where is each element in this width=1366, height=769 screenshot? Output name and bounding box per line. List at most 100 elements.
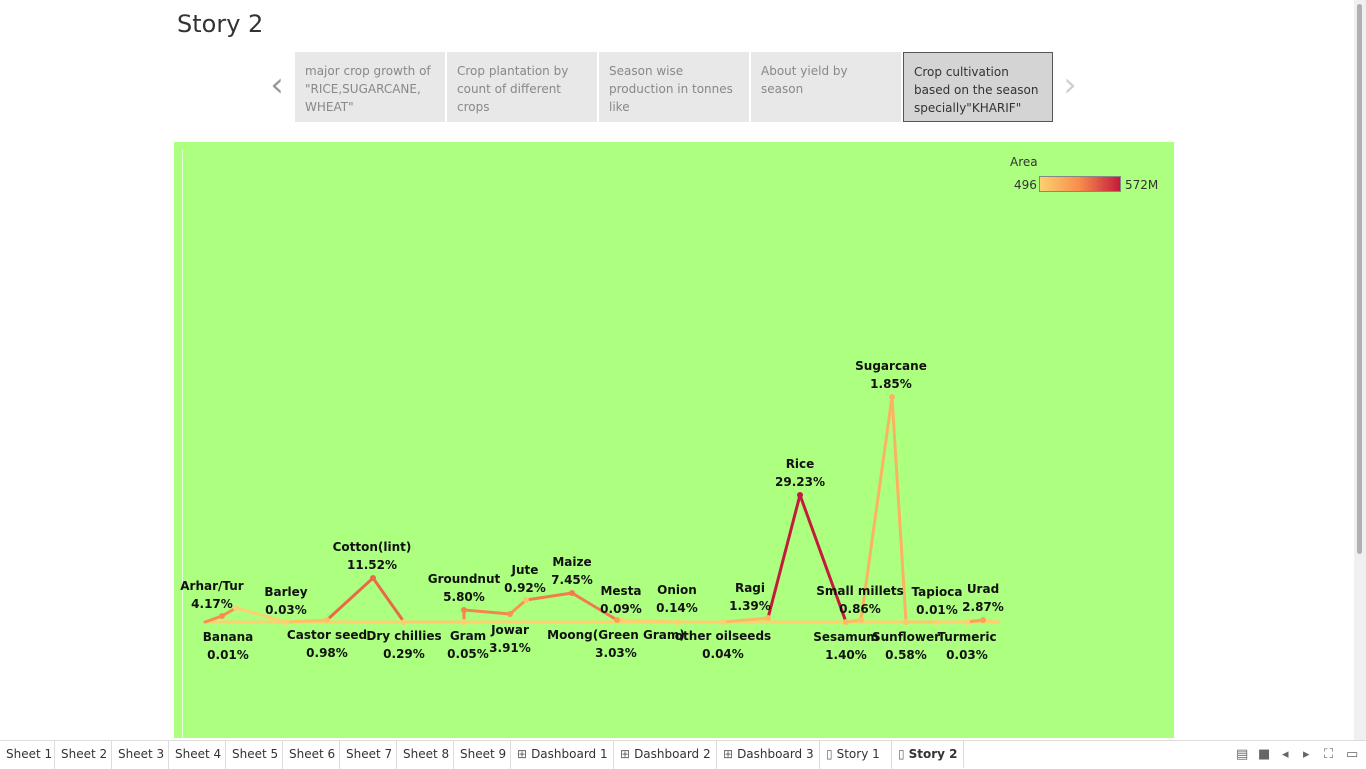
tab-sheet-4[interactable]: Sheet 4 bbox=[169, 741, 226, 769]
tab-label: Dashboard 1 bbox=[531, 747, 608, 761]
data-label-name: Barley bbox=[264, 585, 307, 599]
tab-story-2[interactable]: ▯Story 2 bbox=[892, 741, 964, 769]
data-label-name: Urad bbox=[967, 582, 999, 596]
story-icon: ▯ bbox=[826, 747, 833, 761]
data-label-name: Turmeric bbox=[937, 630, 996, 644]
tab-label: Story 2 bbox=[908, 747, 958, 761]
data-point[interactable] bbox=[720, 619, 726, 625]
tab-sheet-9[interactable]: Sheet 9 bbox=[454, 741, 511, 769]
data-label-name: Onion bbox=[657, 583, 697, 597]
previous-sheet-icon[interactable]: ◂ bbox=[1282, 747, 1289, 762]
tab-label: Sheet 6 bbox=[289, 747, 336, 761]
data-label-value: 0.05% bbox=[447, 647, 489, 661]
tab-label: Sheet 9 bbox=[460, 747, 507, 761]
dashboard-icon: ⊞ bbox=[517, 747, 528, 761]
data-point[interactable] bbox=[324, 617, 330, 623]
next-sheet-icon[interactable]: ▸ bbox=[1303, 747, 1310, 762]
fit-icon[interactable]: ⛶ bbox=[1324, 747, 1334, 762]
tab-sheet-5[interactable]: Sheet 5 bbox=[226, 741, 283, 769]
scrollbar-thumb[interactable] bbox=[1357, 4, 1362, 554]
story-navigator: major crop growth of "RICE,SUGARCANE, WH… bbox=[295, 52, 1053, 122]
story-point-2[interactable]: Crop plantation by count of different cr… bbox=[447, 52, 597, 122]
tab-label: Dashboard 3 bbox=[737, 747, 814, 761]
tab-dashboard-3[interactable]: ⊞Dashboard 3 bbox=[717, 741, 820, 769]
series-segment bbox=[798, 493, 848, 624]
data-point[interactable] bbox=[934, 619, 940, 625]
tab-label: Sheet 2 bbox=[61, 747, 108, 761]
presentation-icon[interactable]: ▭ bbox=[1346, 747, 1359, 762]
data-label-name: Castor seed bbox=[287, 628, 367, 642]
tab-label: Sheet 4 bbox=[175, 747, 222, 761]
data-label-value: 4.17% bbox=[191, 597, 233, 611]
series-segment bbox=[890, 395, 908, 624]
data-label-name: Arhar/Tur bbox=[180, 579, 244, 593]
data-point[interactable] bbox=[233, 605, 239, 611]
data-label-name: Sesamum bbox=[813, 630, 879, 644]
story-point-caption: Season wise production in tonnes like bbox=[609, 64, 733, 114]
tab-sheet-8[interactable]: Sheet 8 bbox=[397, 741, 454, 769]
previous-story-point-button[interactable]: ‹ bbox=[265, 68, 289, 104]
data-label-name: Small millets bbox=[816, 584, 904, 598]
story-point-4[interactable]: About yield by season bbox=[751, 52, 901, 122]
tab-label: Sheet 7 bbox=[346, 747, 393, 761]
data-point[interactable] bbox=[507, 611, 513, 617]
tab-sheet-1[interactable]: Sheet 1 bbox=[0, 741, 55, 769]
legend-color-ramp bbox=[1039, 176, 1121, 192]
data-point[interactable] bbox=[889, 394, 895, 400]
chart-area bbox=[174, 142, 1174, 738]
legend-title: Area bbox=[1010, 155, 1038, 169]
tab-sheet-7[interactable]: Sheet 7 bbox=[340, 741, 397, 769]
data-point[interactable] bbox=[219, 613, 225, 619]
tab-story-1[interactable]: ▯Story 1 bbox=[820, 741, 892, 769]
data-point[interactable] bbox=[858, 617, 864, 623]
data-point[interactable] bbox=[401, 619, 407, 625]
data-label-name: Groundnut bbox=[428, 572, 501, 586]
data-point[interactable] bbox=[523, 597, 529, 603]
tab-sheet-6[interactable]: Sheet 6 bbox=[283, 741, 340, 769]
story-icon: ▯ bbox=[898, 747, 905, 761]
sheet-sorter-icon[interactable]: ▤ bbox=[1236, 747, 1249, 762]
data-point[interactable] bbox=[765, 615, 771, 621]
tab-label: Sheet 1 bbox=[6, 747, 53, 761]
data-label-value: 3.91% bbox=[489, 641, 531, 655]
data-label-value: 0.04% bbox=[702, 647, 744, 661]
data-label-name: Jute bbox=[511, 563, 539, 577]
data-label-value: 1.85% bbox=[870, 377, 912, 391]
sheet-tab-bar: Sheet 1 Sheet 2 Sheet 3 Sheet 4 Sheet 5 Sheet… bbox=[0, 740, 1366, 769]
data-point[interactable] bbox=[461, 619, 467, 625]
data-point[interactable] bbox=[283, 619, 289, 625]
data-point[interactable] bbox=[614, 617, 620, 623]
data-point[interactable] bbox=[980, 617, 986, 623]
data-label-value: 0.58% bbox=[885, 648, 927, 662]
data-label-name: Sugarcane bbox=[855, 359, 927, 373]
data-label-name: Tapioca bbox=[912, 585, 963, 599]
data-point[interactable] bbox=[797, 492, 803, 498]
filmstrip-icon[interactable]: ■ bbox=[1258, 747, 1271, 762]
tab-sheet-3[interactable]: Sheet 3 bbox=[112, 741, 169, 769]
tab-label: Dashboard 2 bbox=[634, 747, 711, 761]
data-label-value: 0.03% bbox=[946, 648, 988, 662]
data-point[interactable] bbox=[569, 590, 575, 596]
story-point-5[interactable]: Crop cultivation based on the season spe… bbox=[903, 52, 1053, 122]
data-label-value: 5.80% bbox=[443, 590, 485, 604]
data-label-name: Ragi bbox=[735, 581, 765, 595]
data-point[interactable] bbox=[964, 619, 970, 625]
tab-sheet-2[interactable]: Sheet 2 bbox=[55, 741, 112, 769]
data-point[interactable] bbox=[461, 607, 467, 613]
next-story-point-button[interactable]: › bbox=[1058, 68, 1082, 104]
data-point[interactable] bbox=[903, 619, 909, 625]
tab-dashboard-2[interactable]: ⊞Dashboard 2 bbox=[614, 741, 717, 769]
data-point[interactable] bbox=[370, 575, 376, 581]
data-point[interactable] bbox=[675, 619, 681, 625]
story-point-3[interactable]: Season wise production in tonnes like bbox=[599, 52, 749, 122]
series-segment bbox=[619, 618, 680, 624]
series-segment bbox=[371, 576, 406, 624]
story-point-caption: major crop growth of "RICE,SUGARCANE, WH… bbox=[305, 64, 431, 114]
data-point[interactable] bbox=[843, 619, 849, 625]
tab-label: Sheet 8 bbox=[403, 747, 450, 761]
tab-dashboard-1[interactable]: ⊞Dashboard 1 bbox=[511, 741, 614, 769]
data-label-name: Rice bbox=[786, 457, 815, 471]
data-label-value: 0.01% bbox=[207, 648, 249, 662]
story-point-1[interactable]: major crop growth of "RICE,SUGARCANE, WH… bbox=[295, 52, 445, 122]
series-segment bbox=[462, 608, 512, 616]
